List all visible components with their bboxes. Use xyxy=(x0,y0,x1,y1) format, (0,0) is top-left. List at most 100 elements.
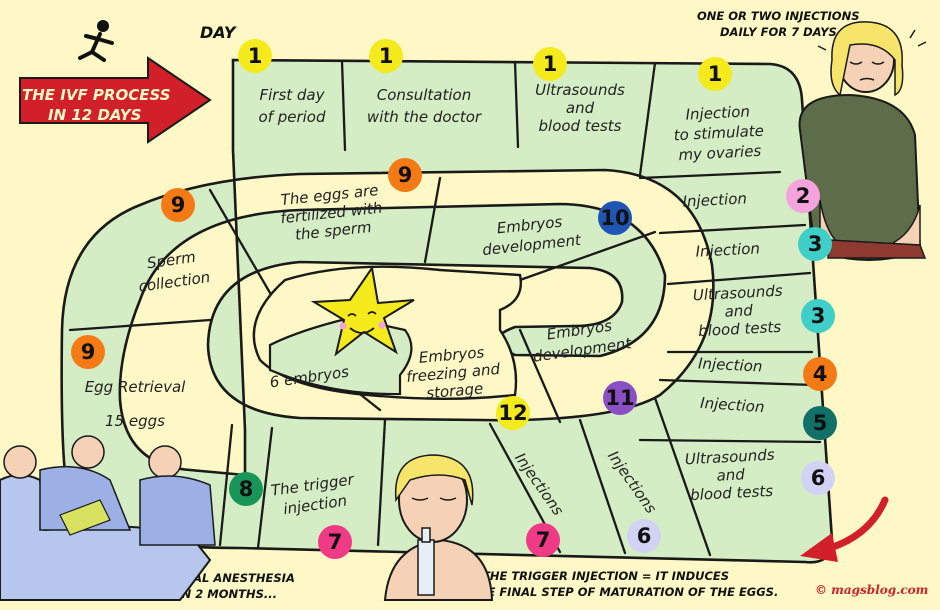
day-badge-number: 7 xyxy=(536,528,551,552)
day-badge-number: 4 xyxy=(813,362,828,386)
step-label-line: Ultrasounds xyxy=(684,446,775,469)
day-badge-development-11: 11 xyxy=(603,381,637,415)
day-badge-number: 9 xyxy=(81,340,96,364)
step-label-line: Injection xyxy=(685,102,750,123)
day-badge-number: 12 xyxy=(498,401,527,425)
step-label-fertilized: The eggs arefertilized withthe sperm xyxy=(278,181,385,245)
day-badge-injections-7: 7 xyxy=(526,523,560,557)
day-badge-circle xyxy=(238,39,272,73)
day-badge-number: 1 xyxy=(708,62,723,86)
day-badge-circle xyxy=(786,179,820,213)
day-badge-number: 1 xyxy=(379,44,394,68)
day-badge-injection-2: 2 xyxy=(786,179,820,213)
step-label-line: First day xyxy=(259,86,325,104)
day-badge-circle xyxy=(161,188,195,222)
day-badge-development-10: 10 xyxy=(598,201,632,235)
surgeons-illustration xyxy=(0,435,216,601)
smiling-star-icon xyxy=(310,265,415,357)
trigger-note-line-2: THE FINAL STEP OF MATURATION OF THE EGGS… xyxy=(470,585,778,599)
day-badge-circle xyxy=(598,201,632,235)
step-label-line: and xyxy=(566,99,595,117)
day-badge-number: 5 xyxy=(813,411,828,435)
step-label-line: storage xyxy=(426,379,484,402)
day-badge-circle xyxy=(801,461,835,495)
step-label-line: 15 eggs xyxy=(105,412,165,430)
day-badge-circle xyxy=(369,39,403,73)
track xyxy=(60,58,834,564)
day-badge-number: 1 xyxy=(248,44,263,68)
day-badge-period: 1 xyxy=(238,39,272,73)
step-label-line: Injection xyxy=(682,189,747,210)
step-label-line: to stimulate xyxy=(673,122,764,145)
title-line-1: THE IVF PROCESS xyxy=(22,86,171,104)
day-badge-number: 10 xyxy=(600,206,629,230)
copyright: © magsblog.com xyxy=(815,583,928,597)
running-person-icon xyxy=(78,20,114,62)
day-badge-fertilized: 9 xyxy=(388,158,422,192)
step-label-stimulate: Injectionto stimulatemy ovaries xyxy=(672,102,765,165)
step-label-period: First day of period xyxy=(258,86,325,126)
title-arrow: THE IVF PROCESS IN 12 DAYS xyxy=(19,56,212,144)
day-badge-circle xyxy=(698,57,732,91)
step-label-line: Ultrasounds xyxy=(692,282,783,305)
step-label-line: and xyxy=(724,301,754,320)
day-badge-number: 2 xyxy=(796,184,811,208)
day-badge-ultrasound-3: 3 xyxy=(801,299,835,333)
day-badge-number: 6 xyxy=(637,524,652,548)
step-label-injection-4: Injection xyxy=(698,354,763,375)
day-badge-number: 9 xyxy=(171,193,186,217)
step-label-injection-3: Injection xyxy=(695,239,760,260)
day-badge-injection-5: 5 xyxy=(803,406,837,440)
day-badge-injection-3: 3 xyxy=(798,227,832,261)
step-label-line: Consultation xyxy=(377,86,471,104)
injections-note-line-2: DAILY FOR 7 DAYS xyxy=(720,25,837,39)
continue-arrow-icon xyxy=(800,496,889,562)
step-label-line: blood tests xyxy=(539,117,622,135)
day-badge-number: 8 xyxy=(239,477,254,501)
step-label-line: of period xyxy=(258,108,325,126)
day-badge-circle xyxy=(803,357,837,391)
trigger-note-line-1: THE TRIGGER INJECTION = IT INDUCES xyxy=(482,569,729,583)
day-badge-ultrasound-1: 1 xyxy=(533,47,567,81)
day-badge-circle xyxy=(388,158,422,192)
day-badge-consultation: 1 xyxy=(369,39,403,73)
day-badge-circle xyxy=(318,525,352,559)
day-badge-number: 7 xyxy=(328,530,343,554)
day-label: DAY xyxy=(200,23,237,42)
woman-injecting-illustration xyxy=(798,21,927,261)
day-badge-circle xyxy=(798,227,832,261)
day-badge-circle xyxy=(801,299,835,333)
step-label-line: Injection xyxy=(698,354,763,375)
day-badge-eight: 8 xyxy=(229,472,263,506)
day-badge-number: 3 xyxy=(811,304,826,328)
day-badge-circle xyxy=(803,406,837,440)
day-badge-stimulate: 1 xyxy=(698,57,732,91)
injections-note-line-1: ONE OR TWO INJECTIONS xyxy=(697,9,860,23)
step-label-development-10: Embryosdevelopment xyxy=(479,211,582,259)
day-badge-injections-6: 6 xyxy=(627,519,661,553)
day-badge-number: 1 xyxy=(543,52,558,76)
step-label-injection-5: Injection xyxy=(700,394,765,416)
day-badge-circle xyxy=(627,519,661,553)
step-label-line: and xyxy=(716,465,746,484)
day-badge-number: 6 xyxy=(811,466,826,490)
day-badge-circle xyxy=(603,381,637,415)
day-badge-number: 11 xyxy=(605,386,634,410)
step-label-line: Embryos xyxy=(418,343,485,367)
step-label-line: blood tests xyxy=(690,482,774,504)
day-badge-circle xyxy=(229,472,263,506)
step-label-line: Injection xyxy=(695,239,760,260)
step-label-consultation: Consultation with the doctor xyxy=(367,86,482,126)
day-badge-injection-4: 4 xyxy=(803,357,837,391)
step-label-line: with the doctor xyxy=(367,108,482,126)
step-label-injection-2: Injection xyxy=(682,189,747,210)
day-badge-ultrasound-6: 6 xyxy=(801,461,835,495)
step-label-line: my ovaries xyxy=(678,142,762,164)
day-badge-sperm: 9 xyxy=(161,188,195,222)
step-label-line: Ultrasounds xyxy=(535,81,625,99)
day-badge-circle xyxy=(526,523,560,557)
